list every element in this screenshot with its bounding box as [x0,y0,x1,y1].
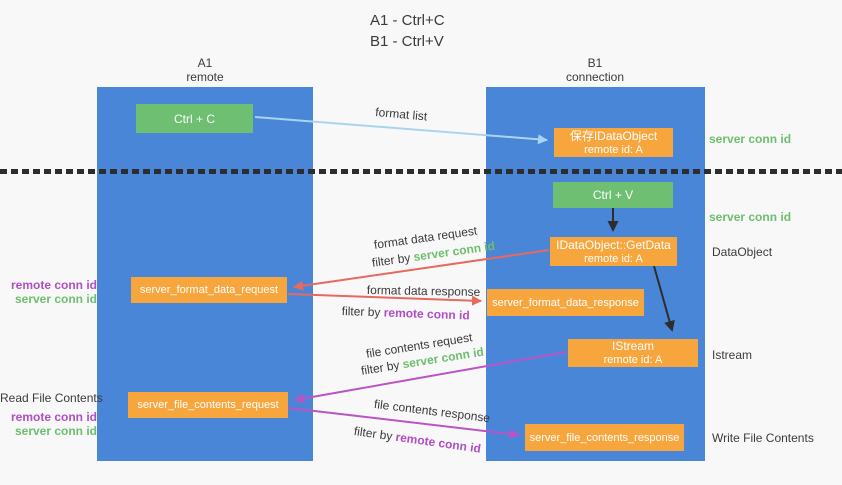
column-b1-role: connection [565,70,625,84]
node-server-format-data-response: server_format_data_response [487,289,644,316]
annotation-server-conn-id-format: server conn id [14,292,97,306]
label-file-contents-response: file contents response [373,397,491,426]
node-ctrl-c-label: Ctrl + C [173,111,215,126]
annotation-dataobject: DataObject [712,245,773,259]
annotation-server-conn-id-file: server conn id [14,424,97,438]
annotation-format-conn-ids: remote conn id server conn id [0,278,97,306]
label-format-list: format list [374,105,428,124]
node-server-file-contents-request-label: server_file_contents_request [137,399,279,411]
node-ctrl-v-label: Ctrl + V [592,188,634,202]
title-line-1: A1 - Ctrl+C [370,12,445,29]
label-filter-by-remote-conn-id-2: filter by remote conn id [353,424,482,456]
filter-by-text: filter by [353,424,397,444]
node-save-idataobject-line2: remote id: A [584,143,643,156]
label-filter-by-remote-conn-id-1: filter by remote conn id [342,304,470,322]
node-server-format-data-response-label: server_format_data_response [492,296,639,309]
node-istream: IStream remote id: A [568,339,698,367]
node-getdata-line2: remote id: A [584,252,643,265]
column-a1-name: A1 [197,56,213,70]
column-header-b1: B1 connection [550,56,640,84]
annotation-istream: Istream [712,348,753,362]
annotation-file-conn-ids: remote conn id server conn id [0,410,97,438]
filter-by-text: filter by [371,250,415,270]
annotation-server-conn-id-top: server conn id [709,132,792,146]
diagram-title: A1 - Ctrl+C B1 - Ctrl+V [370,10,445,52]
node-server-file-contents-response: server_file_contents_response [525,424,684,451]
remote-conn-id-text: remote conn id [394,429,482,456]
node-save-idataobject-line1: 保存IDataObject [569,128,658,143]
node-ctrl-v: Ctrl + V [553,182,673,208]
section-divider-dotted-line [0,169,842,174]
annotation-server-conn-id-mid: server conn id [709,210,792,224]
node-server-file-contents-request: server_file_contents_request [128,392,288,418]
node-server-format-data-request: server_format_data_request [131,277,287,303]
filter-by-text: filter by [341,304,384,320]
label-format-data-response: format data response [366,283,481,299]
node-server-format-data-request-label: server_format_data_request [139,284,279,296]
node-istream-line1: IStream [611,339,654,353]
annotation-read-file-contents: Read File Contents [0,391,103,405]
node-save-idataobject: 保存IDataObject remote id: A [554,128,673,157]
node-idataobject-getdata: IDataObject::GetData remote id: A [550,237,677,266]
node-getdata-line1: IDataObject::GetData [556,237,671,252]
node-istream-line2: remote id: A [603,354,663,366]
node-ctrl-c: Ctrl + C [136,104,253,133]
annotation-remote-conn-id-file: remote conn id [10,410,97,424]
annotation-remote-conn-id-format: remote conn id [10,278,97,292]
title-line-2: B1 - Ctrl+V [370,33,444,50]
remote-conn-id-text: remote conn id [383,305,470,323]
annotation-write-file-contents: Write File Contents [712,431,814,445]
column-b1-name: B1 [587,56,603,70]
node-server-file-contents-response-label: server_file_contents_response [529,431,680,444]
column-a1-role: remote [186,70,224,84]
column-header-a1: A1 remote [160,56,250,84]
